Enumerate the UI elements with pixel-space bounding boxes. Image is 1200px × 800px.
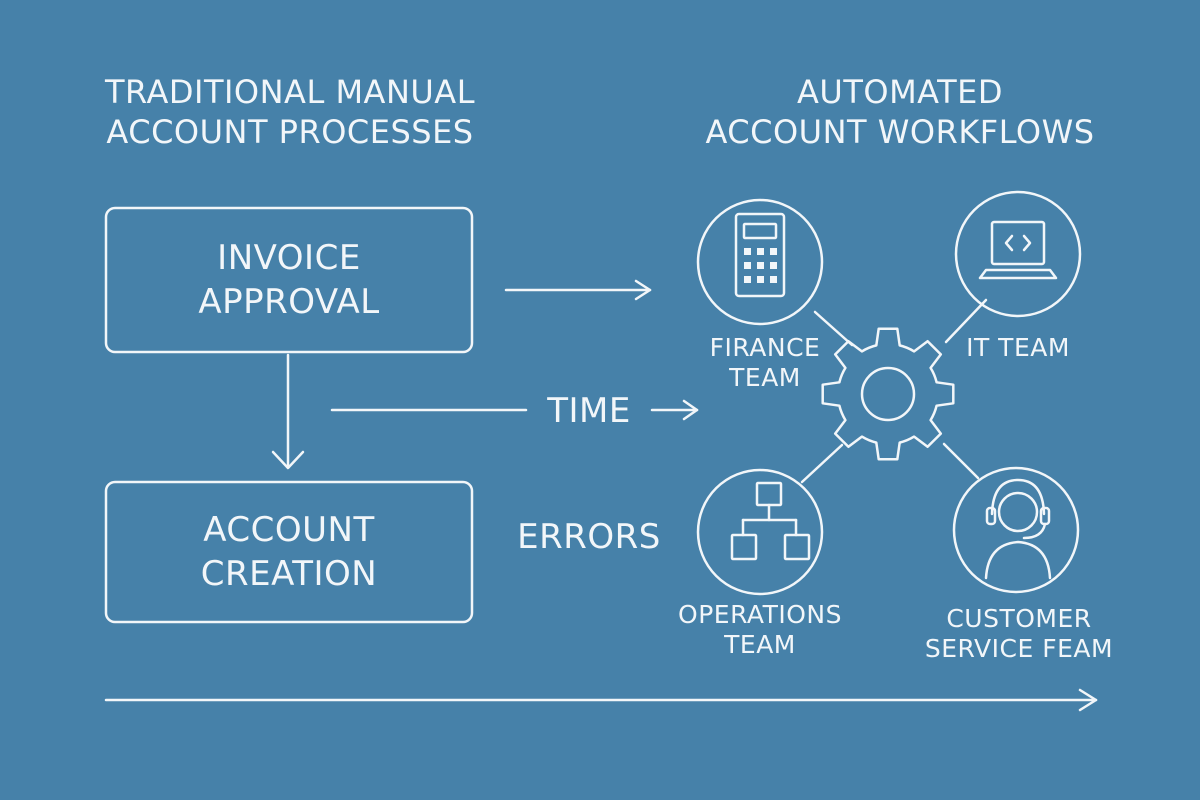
connector-operations: [800, 443, 844, 484]
time-arrow: [330, 399, 699, 421]
it-team-node: [954, 190, 1082, 318]
calculator-icon: [734, 212, 786, 298]
invoice-approval-box: [104, 206, 474, 354]
invoice-arrow: [504, 279, 652, 301]
customer-service-team-node: [952, 466, 1080, 594]
operations-team-node: [696, 468, 824, 596]
operations-team-label: OPERATIONS TEAM: [678, 600, 842, 659]
account-creation-label: ACCOUNT CREATION: [200, 510, 378, 595]
errors-label: ERRORS: [517, 517, 661, 557]
down-arrow: [271, 353, 305, 470]
time-label: TIME: [547, 391, 631, 431]
connector-finance: [813, 310, 854, 347]
timeline-arrow: [104, 688, 1098, 712]
laptop-icon: [978, 220, 1058, 280]
invoice-approval-label: INVOICE APPROVAL: [198, 238, 380, 323]
finance-team-node: [696, 198, 824, 326]
headset-agent-icon: [984, 478, 1052, 580]
finance-team-label: FIRANCE TEAM: [709, 333, 821, 392]
connector-customer-service: [942, 442, 980, 480]
account-creation-box: [104, 480, 474, 624]
left-heading: TRADITIONAL MANUAL ACCOUNT PROCESSES: [104, 73, 476, 151]
org-chart-icon: [730, 481, 811, 561]
gear-icon: [821, 327, 955, 461]
it-team-label: IT TEAM: [966, 333, 1070, 362]
right-heading: AUTOMATED ACCOUNT WORKFLOWS: [705, 73, 1095, 151]
customer-service-team-label: CUSTOMER SERVICE FEAM: [924, 604, 1114, 663]
connector-it: [944, 298, 988, 344]
